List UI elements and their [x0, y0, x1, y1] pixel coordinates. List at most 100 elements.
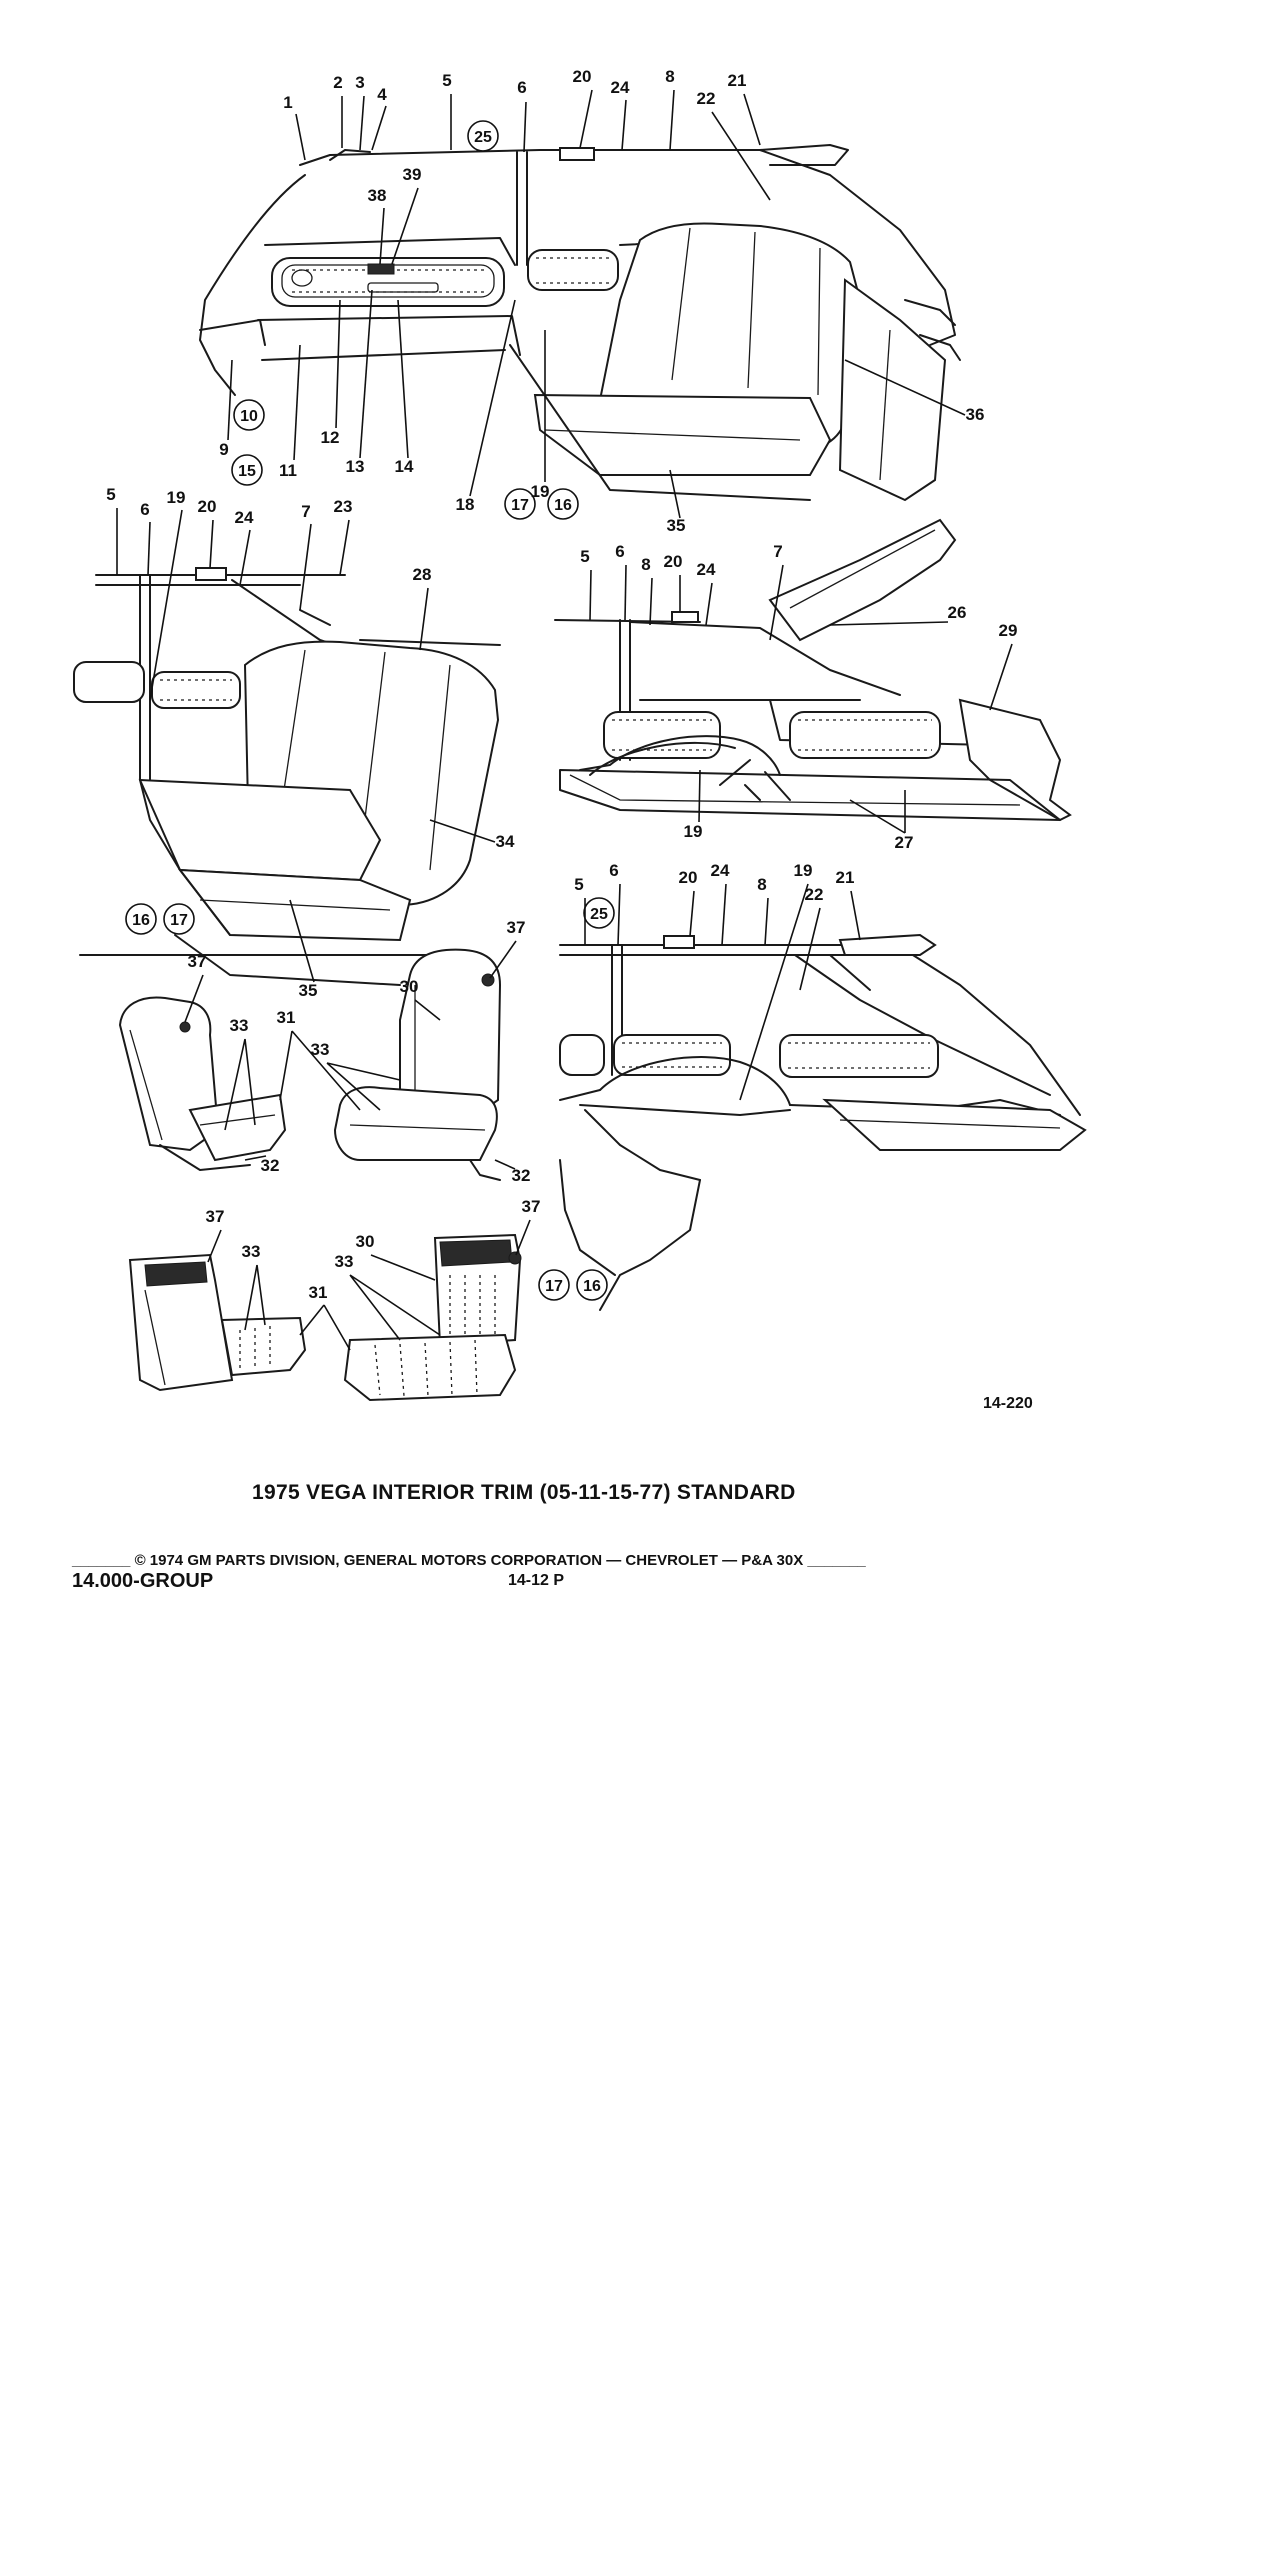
callout-28: 28 — [413, 565, 432, 584]
circled-callout-16: 16 — [576, 1269, 608, 1301]
circled-callout-17: 17 — [538, 1269, 570, 1301]
callout-8: 8 — [757, 875, 766, 894]
circled-callout-label: 25 — [590, 906, 608, 923]
callout-ring — [231, 454, 263, 486]
callout-30: 30 — [356, 1232, 375, 1251]
callout-3: 3 — [355, 73, 364, 92]
callout-36: 36 — [966, 405, 985, 424]
callout-ring — [467, 120, 499, 152]
callout-ring — [504, 488, 536, 520]
callout-30: 30 — [400, 977, 419, 996]
callout-20: 20 — [198, 497, 217, 516]
callout-33: 33 — [230, 1016, 249, 1035]
callout-24: 24 — [711, 861, 730, 880]
callout-24: 24 — [697, 560, 716, 579]
leader-lines — [116, 89, 1013, 1351]
circled-callout-10: 10 — [233, 399, 265, 431]
callout-4: 4 — [377, 85, 387, 104]
callout-7: 7 — [773, 542, 782, 561]
circled-callout-label: 16 — [132, 912, 150, 929]
callout-ring — [233, 399, 265, 431]
callout-33: 33 — [335, 1252, 354, 1271]
circled-callout-label: 15 — [238, 463, 256, 480]
view-wagon-side-right — [559, 933, 1087, 1311]
diagram-caption: 1975 VEGA INTERIOR TRIM (05-11-15-77) ST… — [252, 1481, 796, 1504]
circled-callout-25: 25 — [467, 120, 499, 152]
callout-32: 32 — [261, 1156, 280, 1175]
callout-35: 35 — [299, 981, 318, 1000]
callout-ring — [576, 1269, 608, 1301]
callout-6: 6 — [609, 861, 618, 880]
circled-callout-label: 16 — [554, 497, 572, 514]
callout-27: 27 — [895, 833, 914, 852]
view-rear-cargo-right — [554, 518, 1072, 822]
callout-8: 8 — [665, 67, 674, 86]
callout-32: 32 — [512, 1166, 531, 1185]
callout-5: 5 — [106, 485, 115, 504]
circled-callout-label: 10 — [240, 408, 258, 425]
callout-19: 19 — [684, 822, 703, 841]
circled-callout-15: 15 — [231, 454, 263, 486]
figure-code: 14-220 — [983, 1395, 1033, 1412]
circled-callout-25: 25 — [583, 897, 615, 929]
callout-18: 18 — [456, 495, 475, 514]
circled-callouts: 25 10 15 17 16 16 17 25 17 16 — [125, 120, 615, 1301]
page-number: 14-12 P — [508, 1572, 565, 1589]
callout-31: 31 — [309, 1283, 328, 1302]
footer-copyright: _______ © 1974 GM PARTS DIVISION, GENERA… — [72, 1552, 866, 1569]
circled-callout-16: 16 — [125, 903, 157, 935]
callout-5: 5 — [574, 875, 583, 894]
callout-11: 11 — [279, 461, 297, 480]
view-bucket-seats-high-back — [128, 1233, 522, 1402]
callout-33: 33 — [242, 1242, 261, 1261]
callout-20: 20 — [664, 552, 683, 571]
callout-ring — [547, 488, 579, 520]
callout-ring — [125, 903, 157, 935]
callout-24: 24 — [611, 78, 630, 97]
callout-20: 20 — [679, 868, 698, 887]
circled-callout-label: 17 — [545, 1278, 563, 1295]
callout-12: 12 — [321, 428, 340, 447]
callout-13: 13 — [346, 457, 365, 476]
callout-ring — [538, 1269, 570, 1301]
callout-21: 21 — [728, 71, 747, 90]
callout-20: 20 — [573, 67, 592, 86]
callout-19: 19 — [167, 488, 186, 507]
view-hatchback-interior-top — [199, 144, 961, 502]
callout-34: 34 — [496, 832, 515, 851]
callout-37: 37 — [507, 918, 526, 937]
circled-callout-17: 17 — [504, 488, 536, 520]
callout-14: 14 — [395, 457, 414, 476]
callout-8: 8 — [641, 555, 650, 574]
circled-callout-label: 17 — [170, 912, 188, 929]
callout-19: 19 — [531, 482, 550, 501]
circled-callout-17: 17 — [163, 903, 195, 935]
callout-ring — [583, 897, 615, 929]
callout-31: 31 — [277, 1008, 296, 1027]
callout-29: 29 — [999, 621, 1018, 640]
callout-37: 37 — [522, 1197, 541, 1216]
circled-callout-label: 16 — [583, 1278, 601, 1295]
callout-39: 39 — [403, 165, 422, 184]
callout-24: 24 — [235, 508, 254, 527]
callout-22: 22 — [805, 885, 824, 904]
callout-38: 38 — [368, 186, 387, 205]
callout-21: 21 — [836, 868, 855, 887]
group-label: 14.000-GROUP — [72, 1570, 214, 1592]
view-rear-seat-left — [73, 567, 501, 986]
callout-35: 35 — [667, 516, 686, 535]
callout-26: 26 — [948, 603, 967, 622]
callout-2: 2 — [333, 73, 342, 92]
callout-7: 7 — [301, 502, 310, 521]
callout-19: 19 — [794, 861, 813, 880]
circled-callout-label: 17 — [511, 497, 529, 514]
callout-22: 22 — [697, 89, 716, 108]
callout-33: 33 — [311, 1040, 330, 1059]
callout-ring — [163, 903, 195, 935]
callout-5: 5 — [442, 71, 451, 90]
callout-6: 6 — [517, 78, 526, 97]
callout-6: 6 — [140, 500, 149, 519]
